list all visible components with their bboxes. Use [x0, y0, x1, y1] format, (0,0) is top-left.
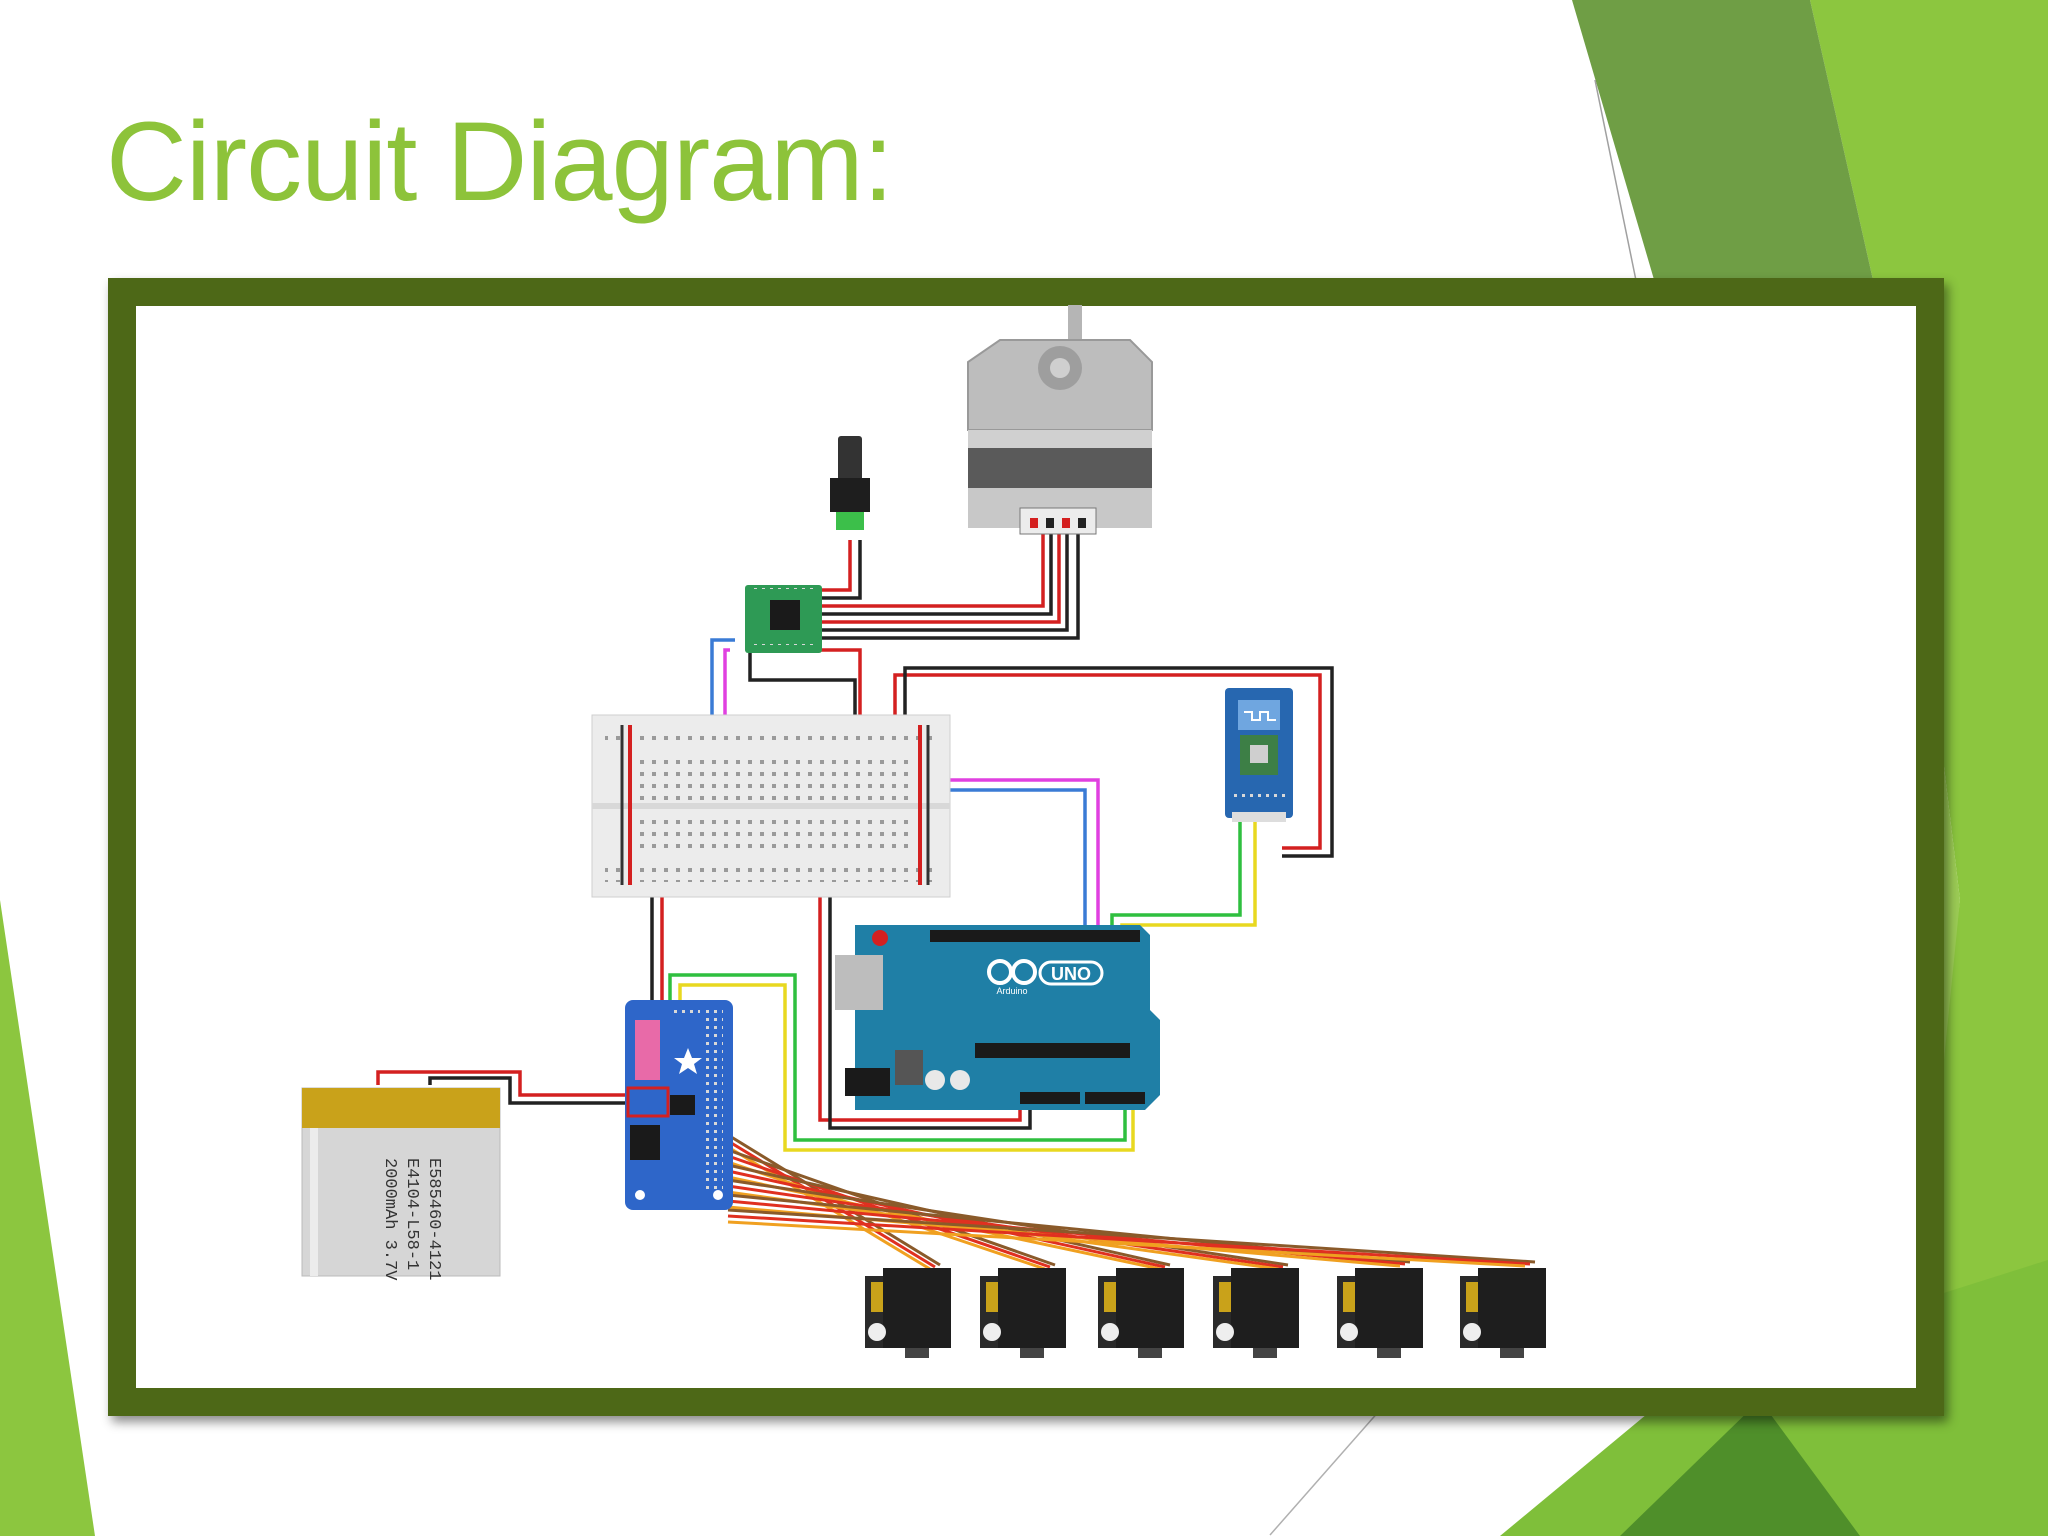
- slide-title: Circuit Diagram:: [106, 99, 894, 224]
- wire-red: [822, 540, 852, 592]
- accent-thin-line: [1594, 79, 1641, 301]
- bluetooth-module: [1225, 688, 1293, 822]
- wire-black: [748, 640, 857, 728]
- servo-motor: [1098, 1268, 1184, 1358]
- servo-cables: [727, 1133, 1536, 1271]
- battery-label-line1: E585460-4121: [424, 1158, 443, 1280]
- servo-motor: [980, 1268, 1066, 1358]
- lipo-battery: E585460-4121 E4104-L58-1 2000mAh 3.7V: [301, 1087, 501, 1281]
- wire-green: [668, 973, 1127, 1142]
- breadboard: [591, 714, 951, 898]
- wires: [376, 525, 1334, 1152]
- servo-pwm-driver: [625, 1000, 733, 1210]
- servo-motor: [1460, 1268, 1546, 1358]
- arduino-uno: UNO Arduino: [835, 925, 1160, 1110]
- battery-label-line3: 2000mAh 3.7V: [380, 1158, 399, 1281]
- stepper-driver-board: [745, 585, 822, 653]
- wire-red: [893, 673, 1322, 850]
- servo-motor: [865, 1268, 951, 1358]
- dc-power-jack: [830, 436, 870, 530]
- accent-shape-bottom-dark: [1620, 1400, 1860, 1536]
- wire-red: [822, 525, 1061, 624]
- stepper-motor: [967, 305, 1153, 535]
- wire-black: [828, 885, 1032, 1130]
- wire-black: [822, 525, 1053, 616]
- servo-motor: [1213, 1268, 1299, 1358]
- servo-cable-6: [727, 1208, 1536, 1268]
- wire-red: [376, 1070, 630, 1097]
- servo-motors: [865, 1268, 1546, 1358]
- wire-black: [822, 525, 1069, 632]
- battery-label-line2: E4104-L58-1: [402, 1158, 421, 1270]
- accent-shape-right-light: [1810, 0, 2048, 1536]
- arduino-label: UNO: [1051, 964, 1091, 984]
- wire-yellow: [678, 983, 1135, 1152]
- accent-shape-left: [0, 900, 95, 1536]
- accent-thin-line: [1269, 1409, 1381, 1536]
- wire-black: [428, 1076, 630, 1105]
- wire-green: [1110, 820, 1242, 930]
- arduino-brand: Arduino: [996, 986, 1027, 996]
- wire-red: [822, 525, 1045, 608]
- servo-motor: [1337, 1268, 1423, 1358]
- wire-black: [903, 666, 1334, 858]
- wire-black: [822, 540, 862, 600]
- wire-black: [822, 525, 1080, 640]
- wire-red: [818, 885, 1022, 1122]
